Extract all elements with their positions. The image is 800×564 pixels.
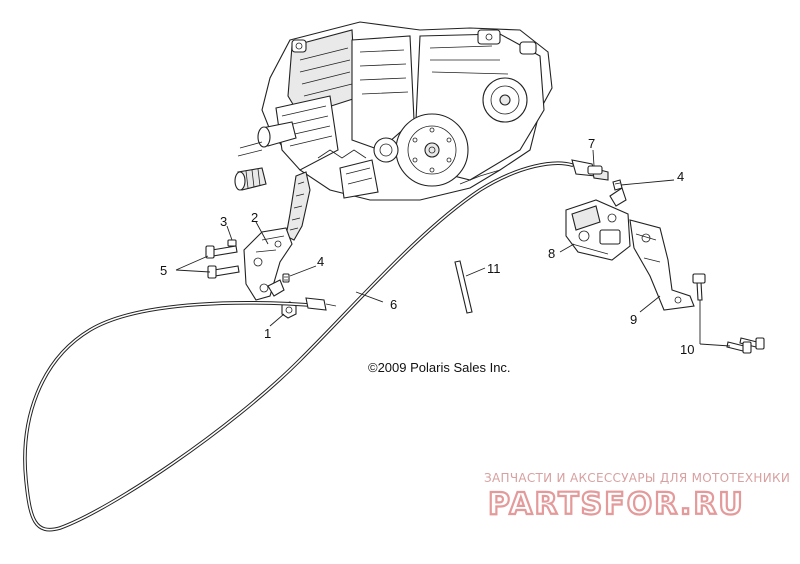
- copyright-notice: ©2009 Polaris Sales Inc.: [368, 360, 511, 375]
- callout-4-left: 4: [317, 254, 324, 269]
- clip-4-left: [282, 273, 290, 283]
- brake-lever-assembly: [243, 171, 311, 301]
- engine-assembly: [234, 21, 553, 201]
- callout-3: 3: [220, 214, 227, 229]
- pin-3: [227, 239, 237, 247]
- watermark-tagline: ЗАПЧАСТИ И АКСЕССУАРЫ ДЛЯ МОТОТЕХНИКИ: [484, 471, 790, 485]
- nut-1: [281, 301, 297, 319]
- bolt-5-upper: [205, 245, 238, 259]
- callout-1: 1: [264, 326, 271, 341]
- leader-lines: [175, 149, 731, 347]
- watermark: ЗАПЧАСТИ И АКСЕССУАРЫ ДЛЯ МОТОТЕХНИКИ PA…: [484, 471, 790, 523]
- bolt-5-lower: [207, 265, 240, 279]
- callout-6: 6: [390, 297, 397, 312]
- callout-9: 9: [630, 312, 637, 327]
- callout-8: 8: [548, 246, 555, 261]
- brake-caliper: [565, 187, 631, 261]
- fitting-7: [587, 165, 603, 175]
- callout-4-right: 4: [677, 169, 684, 184]
- watermark-logo: PARTSFOR.RU: [488, 487, 745, 522]
- callout-11: 11: [487, 261, 501, 276]
- callout-labels: 1 2 3 4 5 6 7 4 8 9 10 11: [160, 136, 694, 357]
- rod-11: [454, 260, 473, 314]
- callout-10: 10: [680, 342, 694, 357]
- callout-5: 5: [160, 263, 167, 278]
- callout-2: 2: [251, 210, 258, 225]
- caliper-bracket: [629, 219, 695, 311]
- callout-7: 7: [588, 136, 595, 151]
- bolt-10-left: [726, 341, 752, 354]
- bolt-10-upper: [692, 273, 706, 301]
